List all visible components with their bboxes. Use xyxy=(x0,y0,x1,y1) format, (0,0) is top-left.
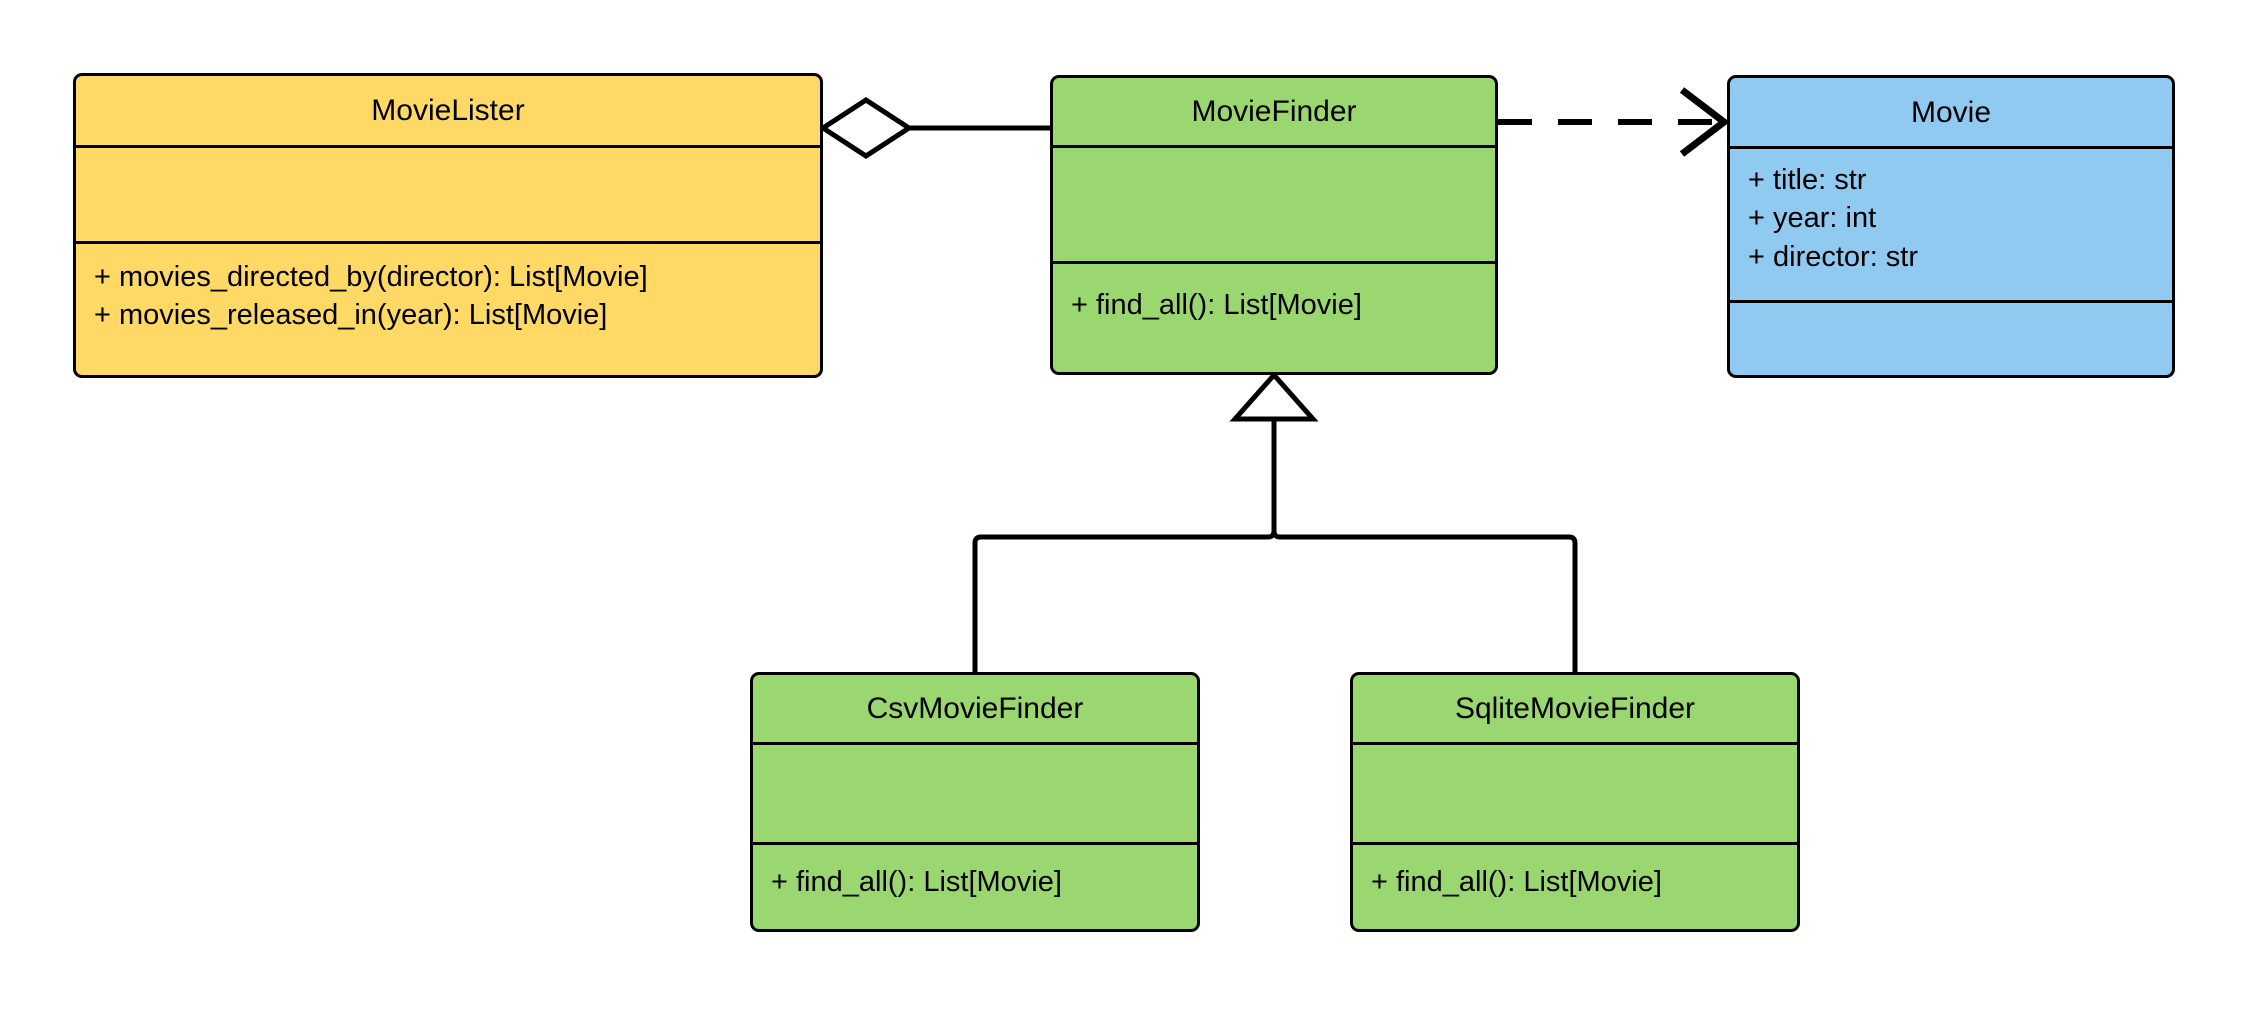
operations-compartment xyxy=(1730,300,2172,375)
generalization-branch-csv xyxy=(972,525,1277,672)
generalization-branch-sqlite xyxy=(1271,525,1578,672)
class-name-compartment: MovieFinder xyxy=(1053,78,1495,145)
class-name-compartment: CsvMovieFinder xyxy=(753,675,1197,742)
operations-compartment: + find_all(): List[Movie] xyxy=(753,842,1197,929)
uml-class-movie-lister[interactable]: MovieLister + movies_directed_by(directo… xyxy=(73,73,823,378)
class-title: Movie xyxy=(1910,95,1992,129)
class-title: SqliteMovieFinder xyxy=(1454,692,1696,725)
operations-compartment: + movies_directed_by(director): List[Mov… xyxy=(76,241,820,375)
attributes-compartment: + title: str + year: int + director: str xyxy=(1730,146,2172,300)
relationship-aggregation-lister-finder xyxy=(818,97,1050,159)
operation-row: + find_all(): List[Movie] xyxy=(1071,289,1362,321)
class-title: MovieFinder xyxy=(1191,95,1357,128)
class-title: CsvMovieFinder xyxy=(866,692,1084,725)
operation-row: + find_all(): List[Movie] xyxy=(771,866,1062,898)
operations-compartment: + find_all(): List[Movie] xyxy=(1353,842,1797,929)
operation-row: + movies_directed_by(director): List[Mov… xyxy=(94,261,648,293)
relationship-generalization-tree xyxy=(972,371,1578,672)
operations-compartment: + find_all(): List[Movie] xyxy=(1053,261,1495,372)
operation-row: + find_all(): List[Movie] xyxy=(1371,866,1662,898)
class-name-compartment: MovieLister xyxy=(76,76,820,145)
operation-row: + movies_released_in(year): List[Movie] xyxy=(94,299,608,332)
attribute-row: + director: str xyxy=(1748,240,1919,273)
uml-class-sqlite-movie-finder[interactable]: SqliteMovieFinder + find_all(): List[Mov… xyxy=(1350,672,1800,932)
attribute-row: + title: str xyxy=(1748,164,1867,196)
relationship-dependency-finder-movie xyxy=(1498,87,1730,157)
class-name-compartment: Movie xyxy=(1730,78,2172,146)
attributes-compartment xyxy=(76,145,820,241)
attributes-compartment xyxy=(1053,145,1495,261)
class-name-compartment: SqliteMovieFinder xyxy=(1353,675,1797,742)
hollow-diamond-icon xyxy=(818,97,914,159)
open-arrowhead-icon xyxy=(1679,87,1730,157)
attributes-compartment xyxy=(753,742,1197,842)
class-title: MovieLister xyxy=(371,94,525,127)
attribute-row: + year: int xyxy=(1748,202,1877,235)
uml-class-movie[interactable]: Movie + title: str + year: int + directo… xyxy=(1727,75,2175,378)
uml-class-csv-movie-finder[interactable]: CsvMovieFinder + find_all(): List[Movie] xyxy=(750,672,1200,932)
hollow-triangle-icon xyxy=(1229,371,1319,422)
uml-class-movie-finder[interactable]: MovieFinder + find_all(): List[Movie] xyxy=(1050,75,1498,375)
attributes-compartment xyxy=(1353,742,1797,842)
